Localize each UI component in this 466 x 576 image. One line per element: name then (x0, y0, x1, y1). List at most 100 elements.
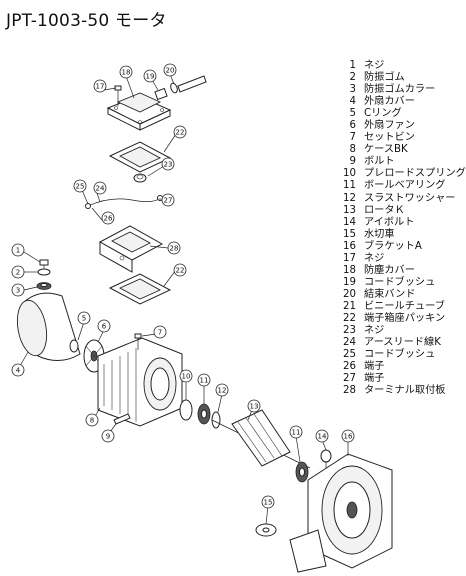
callout-23: 23 (161, 157, 175, 171)
part-number: 11 (343, 180, 356, 192)
terminal-mounting-plate (98, 225, 164, 273)
part-name: ネジ (364, 60, 385, 71)
part-row: 10 プレロードスプリング (334, 168, 466, 180)
part-name: 外扇ファン (364, 120, 415, 132)
part-name: 防振ゴムカラー (364, 84, 436, 96)
svg-text:19: 19 (146, 73, 155, 81)
part-number: 10 (343, 168, 356, 180)
callout-11b: 11 (289, 425, 303, 439)
part-name: 端子 (364, 361, 385, 373)
part-name: Cリング (364, 108, 402, 120)
callout-8: 8 (85, 413, 99, 427)
part-name: セットビン (364, 132, 415, 144)
part-row: 2 防振ゴム (334, 72, 466, 84)
callout-20: 20 (163, 63, 177, 77)
part-name: ターミナル取付板 (364, 385, 446, 397)
fan-cover (16, 292, 81, 361)
svg-text:7: 7 (158, 329, 162, 337)
part-row: 5 Cリング (334, 108, 466, 120)
callout-9: 9 (101, 429, 115, 443)
callouts: 18 17 19 20 22 23 25 24 27 26 28 22 1 2 … (11, 63, 355, 525)
svg-text:23: 23 (164, 161, 173, 169)
screw-23 (133, 173, 147, 183)
svg-text:10: 10 (182, 373, 191, 381)
svg-text:28: 28 (170, 245, 179, 253)
part-number: 21 (343, 300, 356, 312)
callout-2: 2 (11, 265, 25, 279)
part-name: プレロードスプリング (364, 168, 466, 180)
part-name: アースリード線K (364, 337, 441, 349)
svg-text:16: 16 (344, 433, 353, 441)
svg-text:17: 17 (96, 83, 105, 91)
svg-text:11: 11 (292, 429, 301, 437)
part-number: 15 (343, 228, 356, 240)
binding-band-20 (170, 82, 178, 94)
svg-text:3: 3 (16, 287, 20, 295)
part-row: 6 外扇ファン (334, 120, 466, 132)
svg-text:25: 25 (76, 183, 85, 191)
part-number: 27 (343, 373, 356, 385)
motor-case (97, 337, 183, 427)
svg-text:5: 5 (82, 315, 86, 323)
callout-14: 14 (315, 429, 329, 443)
part-number: 5 (349, 108, 356, 120)
callout-18: 18 (119, 65, 133, 79)
callout-6: 6 (97, 319, 111, 333)
part-number: 2 (349, 72, 356, 84)
callout-15: 15 (261, 495, 275, 509)
callout-17: 17 (93, 79, 107, 93)
vinyl-tube-21 (177, 75, 207, 93)
svg-text:6: 6 (102, 323, 107, 331)
callout-24: 24 (93, 181, 107, 195)
svg-text:4: 4 (16, 367, 21, 375)
part-name: ネジ (364, 252, 385, 264)
part-row: 1 ネジ (334, 60, 466, 72)
svg-text:15: 15 (264, 499, 273, 507)
ball-bearing-left (197, 403, 211, 425)
part-name: ロータＫ (364, 204, 405, 216)
svg-text:27: 27 (164, 197, 173, 205)
part-name: ビニールチューブ (364, 300, 445, 312)
callout-3: 3 (11, 283, 25, 297)
part-number: 6 (349, 120, 356, 132)
part-row: 21 ビニールチューブ (334, 301, 466, 313)
part-number: 14 (343, 216, 356, 228)
part-number: 19 (343, 276, 356, 288)
part-number: 1 (349, 60, 356, 71)
callout-4: 4 (11, 363, 25, 377)
svg-text:22: 22 (176, 129, 185, 137)
part-number: 23 (343, 325, 356, 337)
gasket-22-bottom (108, 273, 172, 305)
svg-text:14: 14 (318, 433, 327, 441)
part-name: 外扇カバー (364, 96, 415, 108)
part-name: 防振ゴム (364, 72, 405, 84)
part-number: 26 (343, 361, 356, 373)
callout-13: 13 (247, 399, 261, 413)
rotor (211, 409, 311, 469)
callout-25: 25 (73, 179, 87, 193)
part-number: 13 (343, 204, 356, 216)
svg-text:8: 8 (90, 417, 94, 425)
part-name: ブラケットA (364, 240, 422, 252)
water-slinger (255, 523, 277, 537)
part-name: 端子箱座パッキン (364, 312, 446, 324)
svg-text:2: 2 (16, 269, 20, 277)
svg-text:12: 12 (218, 387, 227, 395)
cord-bushing-19 (154, 87, 168, 101)
part-name: ボルト (364, 156, 395, 168)
